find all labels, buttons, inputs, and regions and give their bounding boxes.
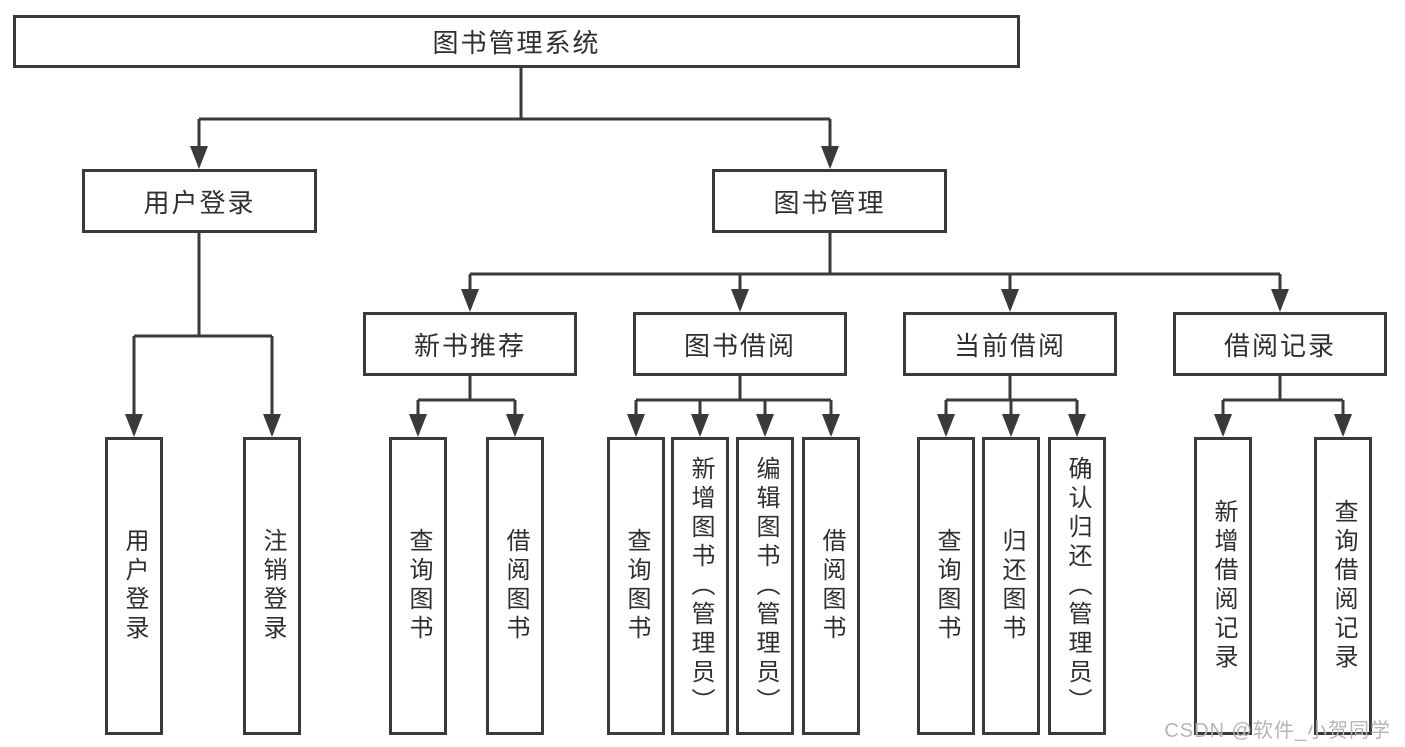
leaf-query-borrow-record: 查询借阅记录 [1314,437,1372,735]
leaf-add-book-admin: 新增图书（管理员） [671,437,729,735]
leaf-query-books-current: 查询图书 [917,437,975,735]
leaf-label: 归还图书 [998,528,1025,644]
node-book-borrow: 图书借阅 [633,312,847,376]
leaf-label: 注销登录 [259,528,286,644]
leaf-label: 用户登录 [121,528,148,644]
leaf-label: 查询借阅记录 [1330,499,1357,673]
leaf-add-borrow-record: 新增借阅记录 [1194,437,1252,735]
node-new-book-recommend: 新书推荐 [363,312,577,376]
leaf-confirm-return-admin: 确认归还（管理员） [1048,437,1106,735]
leaf-borrow-books: 借阅图书 [802,437,860,735]
leaf-label: 新增借阅记录 [1210,499,1237,673]
leaf-label: 编辑图书（管理员） [752,455,779,717]
leaf-label: 借阅图书 [502,528,529,644]
leaf-label: 查询图书 [623,528,650,644]
leaf-borrow-books-recommend: 借阅图书 [486,437,544,735]
leaf-query-books-recommend: 查询图书 [389,437,447,735]
node-book-management: 图书管理 [712,169,947,233]
watermark: CSDN @软件_小贺同学 [1164,720,1391,742]
leaf-user-login: 用户登录 [105,437,163,735]
arrowheads [125,146,1352,437]
leaf-logout: 注销登录 [243,437,301,735]
leaf-query-books-borrow: 查询图书 [607,437,665,735]
node-user-login: 用户登录 [82,169,317,233]
leaf-label: 借阅图书 [818,528,845,644]
leaf-edit-book-admin: 编辑图书（管理员） [736,437,794,735]
leaf-label: 查询图书 [405,528,432,644]
leaf-label: 新增图书（管理员） [687,455,714,717]
node-borrow-records: 借阅记录 [1173,312,1387,376]
leaf-label: 确认归还（管理员） [1064,455,1091,717]
node-root-library-management-system: 图书管理系统 [13,15,1020,68]
leaf-return-book: 归还图书 [982,437,1040,735]
leaf-label: 查询图书 [933,528,960,644]
node-current-borrow: 当前借阅 [903,312,1117,376]
